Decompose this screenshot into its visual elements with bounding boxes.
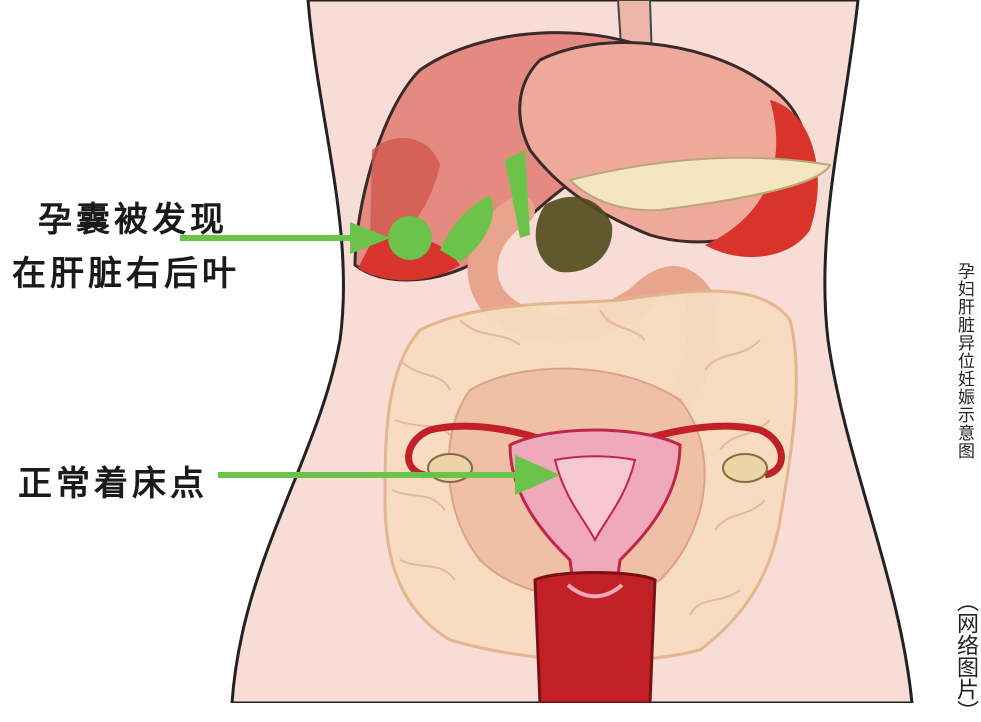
ovary-right bbox=[723, 454, 767, 482]
anatomy-diagram: 孕囊被发现 在肝脏右后叶 正常着床点 孕妇肝脏异位妊娠示意图 （网络图片） bbox=[0, 0, 981, 703]
vagina bbox=[535, 573, 655, 704]
label-ectopic-line2: 在肝脏右后叶 bbox=[12, 246, 240, 295]
body-illustration bbox=[0, 0, 981, 703]
label-normal-implantation: 正常着床点 bbox=[18, 456, 208, 505]
label-ectopic-line1: 孕囊被发现 bbox=[38, 192, 228, 241]
caption-source: （网络图片） bbox=[954, 590, 976, 722]
caption-title: 孕妇肝脏异位妊娠示意图 bbox=[952, 262, 977, 460]
gestational-sac bbox=[388, 216, 432, 260]
